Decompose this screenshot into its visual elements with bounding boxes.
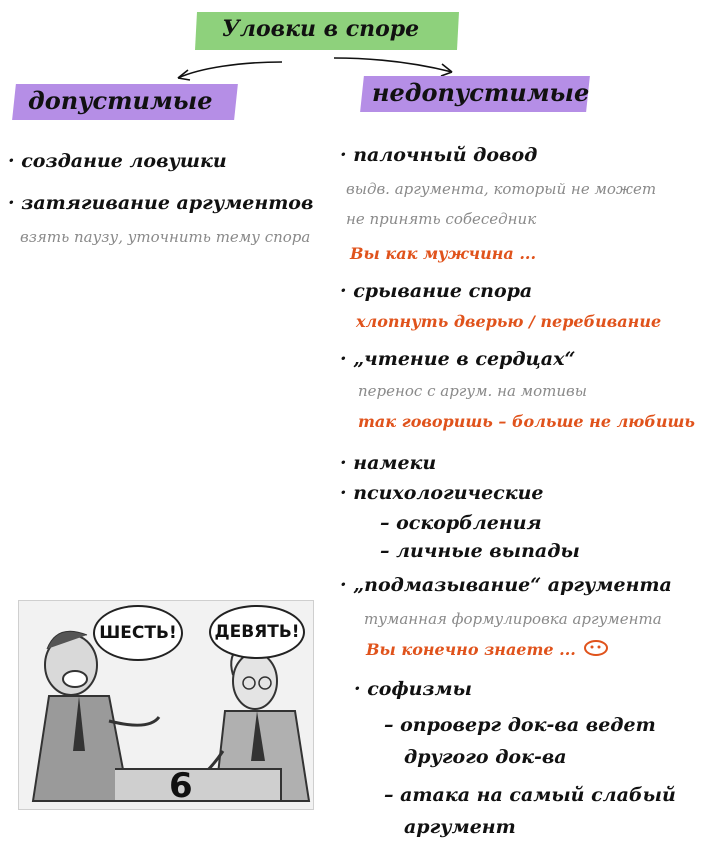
disallowed-subitem: – оскорбления: [380, 512, 542, 534]
allowed-note: взять паузу, уточнить тему спора: [20, 228, 311, 246]
disallowed-example: Вы как мужчина ...: [350, 244, 537, 263]
disallowed-example: хлопнуть дверью / перебивание: [356, 312, 662, 331]
disallowed-subitem: другого док-ва: [404, 746, 567, 768]
disallowed-note: туманная формулировка аргумента: [364, 610, 662, 628]
disallowed-example: так говоришь – больше не любишь: [358, 412, 695, 431]
speech-bubble-right: ДЕВЯТЬ!: [209, 605, 305, 659]
disallowed-subitem: аргумент: [404, 816, 516, 838]
cartoon-illustration: 6 ШЕСТЬ! ДЕВЯТЬ!: [18, 600, 314, 810]
cartoon-number: 6: [169, 766, 193, 806]
disallowed-example: Вы конечно знаете ...: [366, 640, 576, 659]
disallowed-subitem: – опроверг док-ва ведет: [384, 714, 656, 736]
disallowed-note: выдв. аргумента, который не может: [346, 180, 657, 198]
disallowed-note: перенос с аргум. на мотивы: [358, 382, 587, 400]
allowed-item: · создание ловушки: [8, 150, 227, 172]
page-title: Уловки в споре: [222, 16, 420, 42]
disallowed-item: · психологические: [340, 482, 544, 504]
disallowed-item: · софизмы: [354, 678, 472, 700]
disallowed-item: · „чтение в сердцах“: [340, 348, 576, 370]
speech-bubble-left: ШЕСТЬ!: [93, 605, 183, 661]
disallowed-heading: недопустимые: [372, 78, 590, 107]
allowed-item: · затягивание аргументов: [8, 192, 314, 214]
disallowed-item: · палочный довод: [340, 144, 538, 166]
disallowed-item: · „подмазывание“ аргумента: [340, 574, 672, 596]
disallowed-item: · намеки: [340, 452, 437, 474]
disallowed-item: · срывание спора: [340, 280, 533, 302]
disallowed-subitem: – личные выпады: [380, 540, 580, 562]
smiley-icon: [584, 640, 608, 656]
allowed-heading: допустимые: [28, 86, 213, 115]
disallowed-note: не принять собеседник: [346, 210, 537, 228]
disallowed-subitem: – атака на самый слабый: [384, 784, 676, 806]
